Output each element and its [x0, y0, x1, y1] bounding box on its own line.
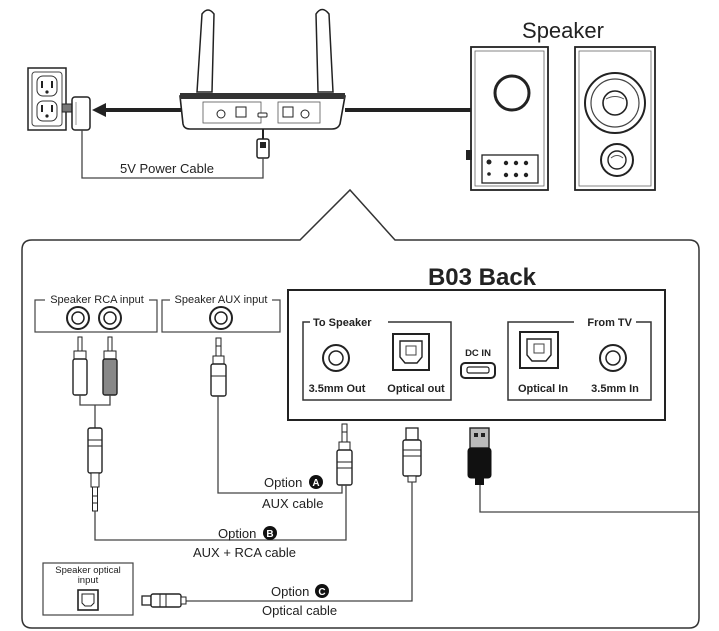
port-label-optical-in: Optical In: [518, 383, 568, 395]
usb-port-icon: [460, 362, 496, 379]
speaker-aux-input: Speaker AUX input: [161, 293, 281, 333]
speaker-back-icon: [466, 46, 549, 191]
rca-input-label: Speaker RCA input: [50, 294, 144, 306]
port-label-3-5mm-out: 3.5mm Out: [309, 383, 366, 395]
rca-plug-gray-icon: [102, 336, 118, 396]
option-b-cable-label: AUX + RCA cable: [193, 545, 296, 560]
option-b-badge: [263, 526, 277, 540]
dc-cable-line: [479, 485, 699, 513]
dc-in-label: DC IN: [465, 348, 491, 359]
optical-input-label-line1: Speaker optical: [55, 565, 120, 576]
speaker-front-icon: [574, 46, 656, 191]
speaker-optical-input: Speaker optical input: [42, 562, 134, 616]
rca-plug-white-icon: [72, 336, 88, 396]
aux-input-label: Speaker AUX input: [175, 294, 268, 306]
optical-input-label-line2: input: [78, 575, 99, 586]
b03-device-icon: [179, 8, 346, 130]
from-tv-label: From TV: [587, 317, 632, 329]
out-3-5mm-plug-icon: [336, 423, 353, 486]
option-c-cable-label: Optical cable: [262, 603, 337, 618]
optical-in-port-icon: [519, 331, 559, 369]
option-a-cable-label: AUX cable: [262, 496, 323, 511]
aux-plug-icon: [210, 337, 227, 397]
option-c-word: Option: [271, 584, 309, 599]
option-a-cable-line: [217, 396, 343, 494]
speaker-optical-port-icon: [77, 589, 99, 611]
option-b-cable-line: [94, 485, 347, 541]
wall-outlet-icon: [27, 67, 67, 131]
usb-power-cable: [81, 129, 270, 179]
option-a-word: Option: [264, 475, 302, 490]
option-c-cable-line: [186, 482, 413, 602]
device-back-panel: To Speaker From TV 3.5mm Out Optical out…: [287, 289, 666, 421]
port-label-optical-out: Optical out: [387, 383, 445, 395]
to-speaker-label: To Speaker: [313, 317, 372, 329]
audio-in-jack-icon: [599, 344, 627, 372]
callout-panel: [21, 188, 700, 629]
rca-y-split: [79, 395, 111, 428]
optical-plug-vertical-icon: [402, 427, 422, 483]
option-b-word: Option: [218, 526, 256, 541]
optical-plug-horizontal-icon: [141, 593, 187, 608]
dc-usb-plug-icon: [467, 427, 492, 485]
panel-title: B03 Back: [428, 264, 537, 291]
option-a-letter: A: [312, 478, 319, 489]
rca-cable-3-5mm-plug-icon: [87, 427, 103, 512]
power-arrow: [92, 103, 182, 117]
option-c-letter: C: [318, 587, 325, 598]
audio-out-jack-icon: [322, 344, 350, 372]
power-adapter-icon: [61, 96, 91, 131]
speaker-rca-input: Speaker RCA input: [34, 293, 158, 333]
speaker-title: Speaker: [522, 18, 604, 43]
optical-out-port-icon: [392, 333, 430, 371]
port-label-3-5mm-in: 3.5mm In: [591, 383, 639, 395]
power-cable-label: 5V Power Cable: [120, 161, 214, 176]
option-b-letter: B: [266, 529, 273, 540]
option-c-badge: [315, 584, 329, 598]
option-a-badge: [309, 475, 323, 489]
